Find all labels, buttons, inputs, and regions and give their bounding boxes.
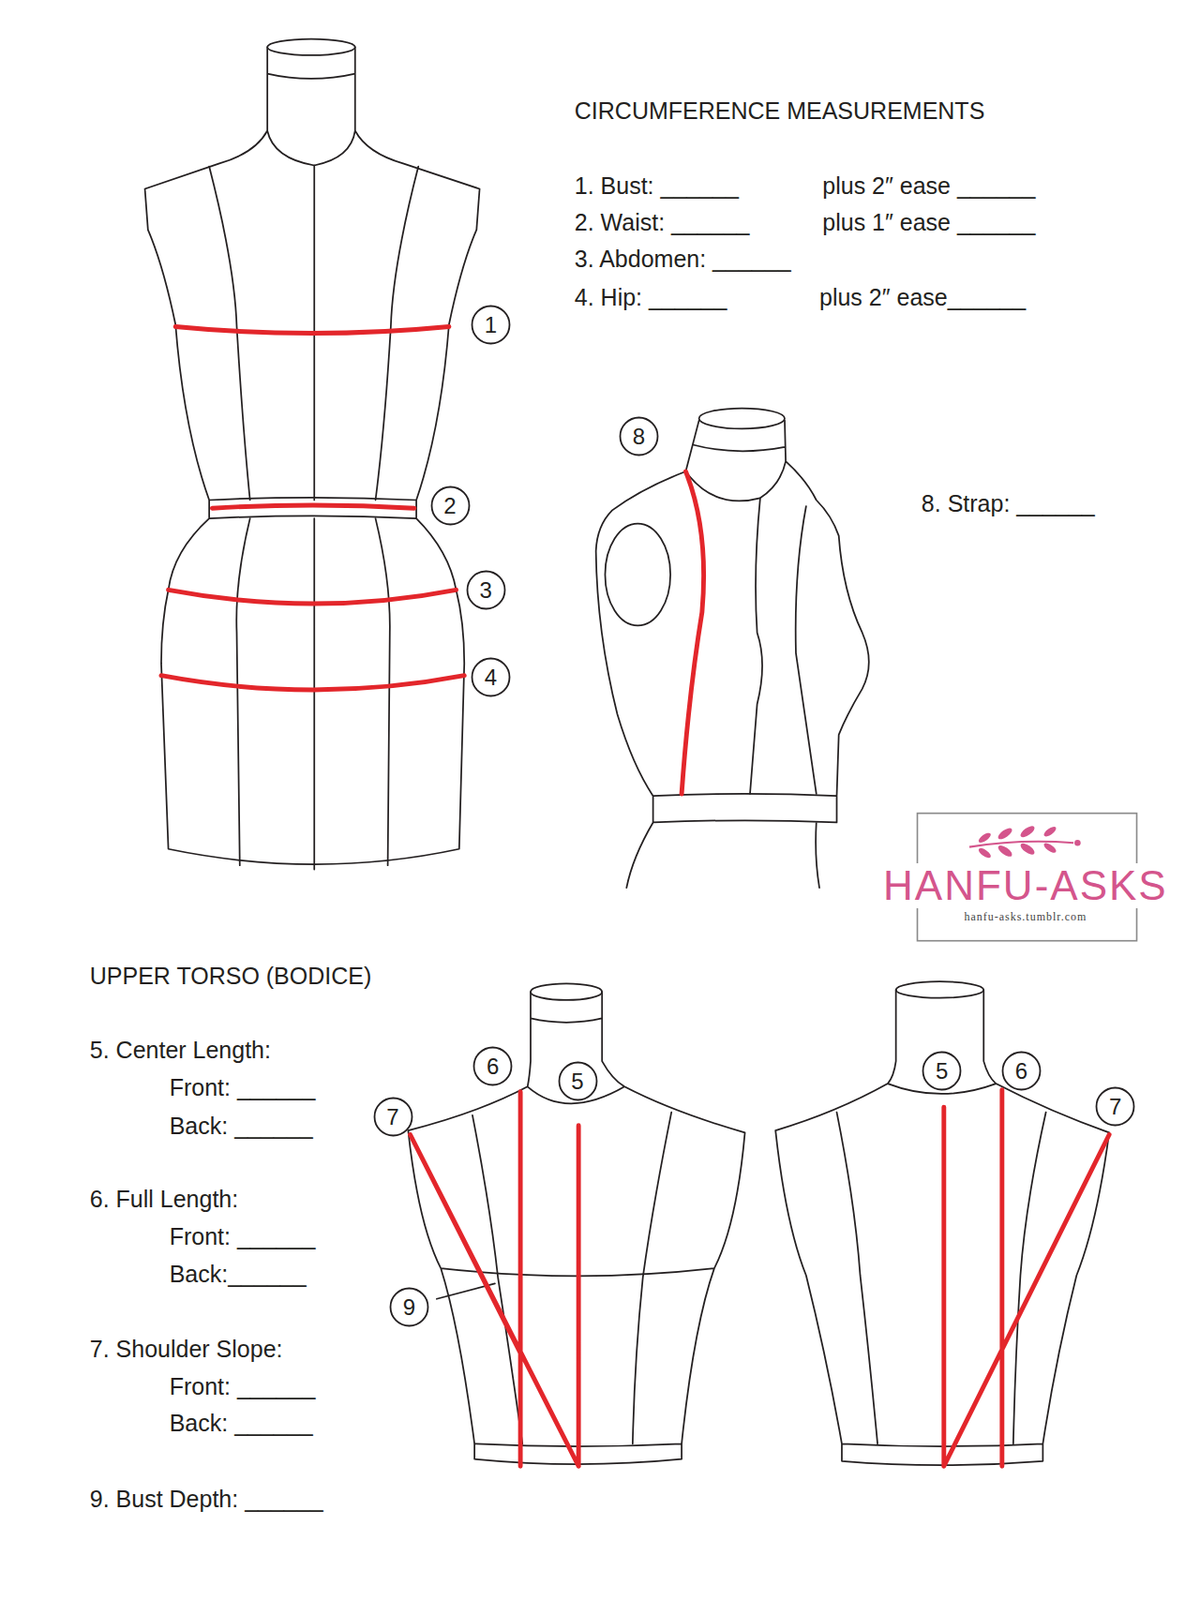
back-lines (944, 1090, 1110, 1468)
callout-number: 5 (557, 1061, 599, 1102)
callout-number: 6 (472, 1046, 513, 1087)
abdomen-line (168, 589, 457, 604)
dress-form-seams (209, 165, 419, 870)
measurement-label: 4. Hip: ______ (574, 283, 728, 312)
neck-top (267, 39, 356, 56)
callout-number: 5 (921, 1050, 962, 1092)
measurement-label: 8. Strap: ______ (921, 489, 1095, 518)
measurement-label: Front: ______ (169, 1073, 316, 1102)
callout-circle: 6 (472, 1046, 513, 1087)
section-heading: UPPER TORSO (BODICE) (90, 961, 373, 990)
logo-url: hanfu-asks.tumblr.com (963, 908, 1087, 926)
callout-circle: 7 (373, 1096, 414, 1138)
neck-top (896, 981, 985, 998)
callout-circle: 5 (921, 1050, 962, 1092)
measurement-label: Front: ______ (169, 1222, 316, 1251)
dress-forms (145, 39, 1110, 1467)
callout-number: 6 (1001, 1050, 1042, 1092)
measurement-label: Back:______ (169, 1260, 307, 1289)
logo-title: HANFU-ASKS (878, 863, 1173, 909)
arm-cap (604, 524, 671, 627)
leaves (976, 824, 1080, 860)
measurement-label: plus 2″ ease ______ (822, 171, 1035, 200)
back-bodice-seams (837, 1112, 1047, 1445)
measurement-label: 6. Full Length: (90, 1185, 239, 1214)
measurement-label: 9. Bust Depth: ______ (90, 1485, 324, 1514)
dress-form-outline (145, 46, 480, 865)
callout-circle: 5 (557, 1061, 599, 1102)
measurement-label: 1. Bust: ______ (574, 171, 739, 200)
callout-circle: 6 (1001, 1050, 1042, 1092)
callout-circle: 2 (430, 485, 471, 526)
side-form-seams (750, 497, 817, 795)
measurement-label: 7. Shoulder Slope: (90, 1335, 284, 1364)
callout-number: 8 (618, 416, 660, 457)
hip-line (161, 675, 465, 690)
measurement-label: 3. Abdomen: ______ (574, 244, 792, 273)
section-heading: CIRCUMFERENCE MEASUREMENTS (574, 96, 986, 125)
logo-box: HANFU-ASKShanfu-asks.tumblr.com (872, 863, 1179, 926)
callout-circle: 8 (618, 416, 660, 457)
callout-circle: 1 (470, 304, 511, 345)
measurement-label: 2. Waist: ______ (574, 208, 750, 237)
callout-number: 3 (465, 570, 507, 611)
measurement-label: 5. Center Length: (90, 1035, 271, 1065)
callout-number: 2 (430, 485, 471, 526)
measurement-label: plus 1″ ease ______ (822, 208, 1035, 237)
callout-circle: 9 (389, 1287, 430, 1328)
waist-line (211, 505, 415, 509)
callout-number: 1 (470, 304, 511, 345)
measurement-label: Back: ______ (169, 1409, 314, 1438)
callout-number: 9 (389, 1287, 430, 1328)
measurement-label: Back: ______ (169, 1111, 314, 1140)
neck-top (530, 983, 602, 1000)
callout-circle: 3 (465, 570, 507, 611)
strap-line (681, 471, 705, 795)
bust-line (175, 326, 450, 333)
callout-circle: 7 (1095, 1086, 1136, 1127)
neck-top (699, 408, 785, 430)
measurement-label: Front: ______ (169, 1372, 316, 1401)
measurement-label: plus 2″ ease______ (819, 283, 1026, 312)
front-lines (410, 1092, 580, 1467)
callout-number: 7 (1095, 1086, 1136, 1127)
callout-number: 4 (470, 657, 511, 698)
callout-circle: 4 (470, 657, 511, 698)
side-form-outline (596, 420, 870, 889)
front-bodice-seams (472, 1112, 672, 1445)
callout-number: 7 (373, 1096, 414, 1138)
